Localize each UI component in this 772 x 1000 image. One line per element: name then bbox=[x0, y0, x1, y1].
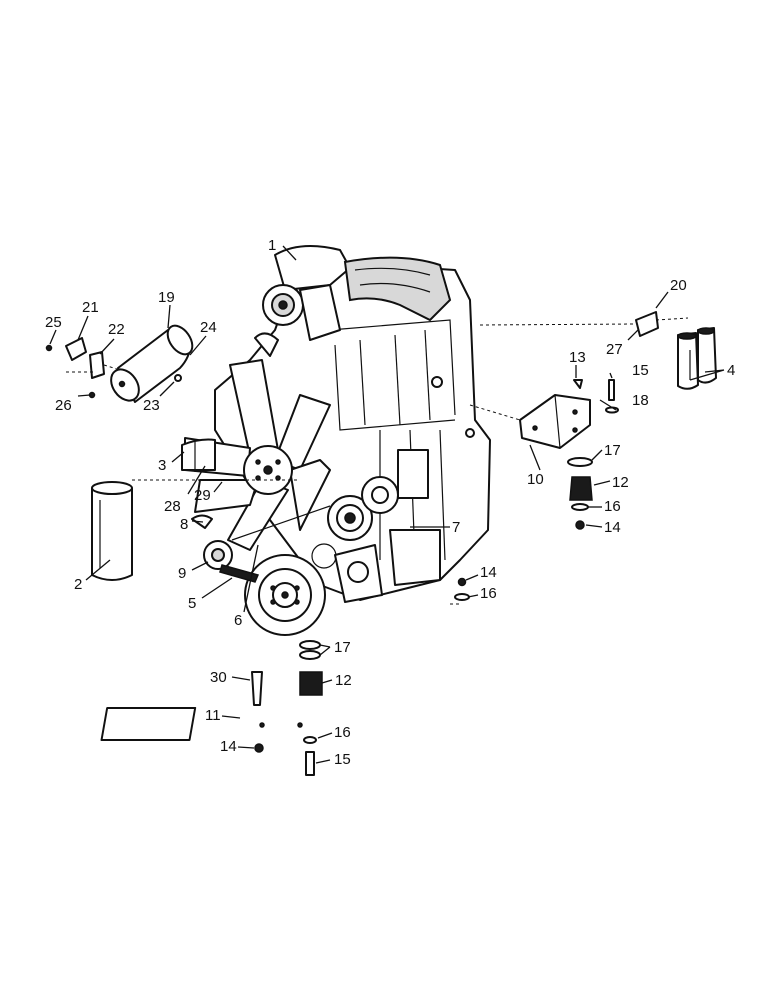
engine-block bbox=[214, 259, 491, 601]
callout-16c: 16 bbox=[334, 724, 351, 741]
left-bracket bbox=[45, 337, 121, 399]
callout-10: 10 bbox=[527, 471, 544, 488]
callout-8: 8 bbox=[180, 516, 188, 533]
callout-17: 17 bbox=[604, 442, 621, 459]
callout-18: 18 bbox=[632, 392, 649, 409]
callout-23: 23 bbox=[143, 397, 160, 414]
reference-lines bbox=[132, 323, 637, 605]
callout-12b: 12 bbox=[335, 672, 352, 689]
callout-14b: 14 bbox=[480, 564, 497, 581]
air-cleaner-element bbox=[91, 481, 133, 581]
engine-mount-bracket bbox=[519, 394, 591, 449]
callout-22: 22 bbox=[108, 321, 125, 338]
fan-belt bbox=[219, 505, 331, 583]
lower-mount-stack bbox=[251, 577, 470, 776]
callout-12: 12 bbox=[612, 474, 629, 491]
right-mount-stack bbox=[567, 379, 619, 530]
callout-20: 20 bbox=[670, 277, 687, 294]
belt-tensioner bbox=[191, 514, 233, 570]
cylindrical-housing bbox=[110, 324, 194, 403]
leader-lines bbox=[49, 245, 725, 764]
callout-3: 3 bbox=[158, 457, 166, 474]
water-pump bbox=[334, 529, 441, 603]
mount-plate bbox=[100, 707, 303, 741]
callout-24: 24 bbox=[200, 319, 217, 336]
callout-29: 29 bbox=[194, 487, 211, 504]
callout-21: 21 bbox=[82, 299, 99, 316]
filter-canisters bbox=[635, 311, 717, 390]
alternator bbox=[327, 476, 399, 541]
callout-16: 16 bbox=[604, 498, 621, 515]
callout-11: 11 bbox=[205, 707, 221, 724]
callout-6: 6 bbox=[234, 612, 242, 629]
crankshaft-pulley bbox=[244, 554, 326, 636]
callout-5: 5 bbox=[188, 595, 196, 612]
fan-blade bbox=[184, 359, 331, 551]
callout-30: 30 bbox=[210, 669, 227, 686]
callout-15: 15 bbox=[632, 362, 649, 379]
callout-4: 4 bbox=[727, 362, 735, 379]
callout-9: 9 bbox=[178, 565, 186, 582]
callout-labels: 1 2 3 4 5 6 7 8 9 10 11 12 12 13 14 14 1… bbox=[45, 237, 735, 768]
callout-17b: 17 bbox=[334, 639, 351, 656]
callout-13: 13 bbox=[569, 349, 586, 366]
callout-19: 19 bbox=[158, 289, 175, 306]
callout-27: 27 bbox=[606, 341, 623, 358]
callout-7: 7 bbox=[452, 519, 460, 536]
radiator-fan-shroud bbox=[181, 438, 216, 472]
callout-14c: 14 bbox=[220, 738, 237, 755]
callout-14: 14 bbox=[604, 519, 621, 536]
callout-15b: 15 bbox=[334, 751, 351, 768]
callout-16b: 16 bbox=[480, 585, 497, 602]
callout-25: 25 bbox=[45, 314, 62, 331]
callout-2: 2 bbox=[74, 576, 82, 593]
callout-26: 26 bbox=[55, 397, 72, 414]
callout-1: 1 bbox=[268, 237, 276, 254]
callout-28: 28 bbox=[164, 498, 181, 515]
